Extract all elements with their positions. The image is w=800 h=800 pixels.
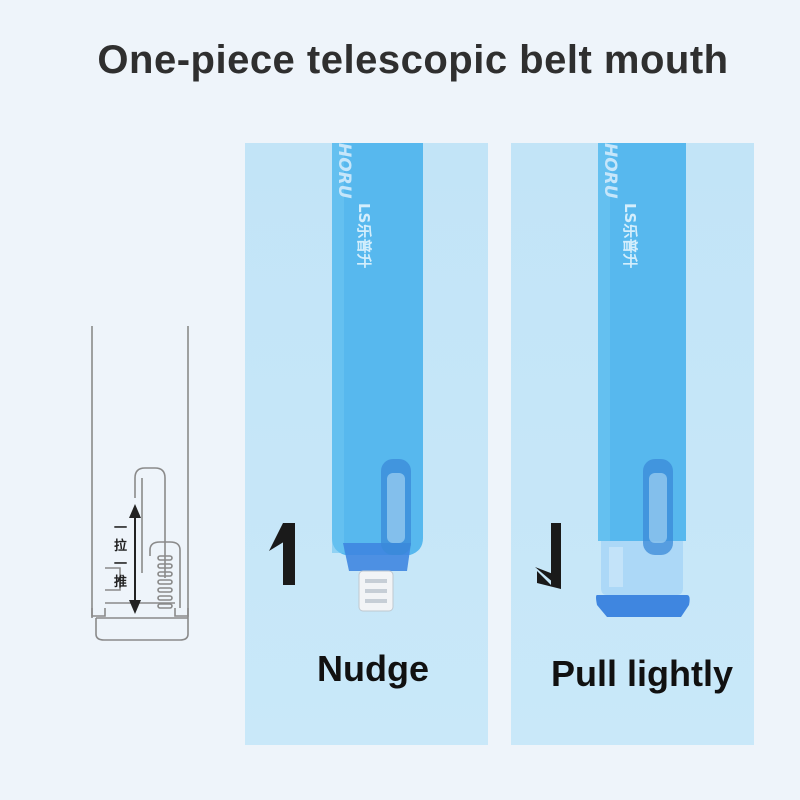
nudge-label: Nudge: [317, 648, 429, 689]
up-arrow-icon: [269, 523, 295, 585]
pen-retracted-illustration: HORU LS乐普升: [269, 143, 423, 612]
pen-extended-illustration: HORU LS乐普升: [535, 143, 690, 617]
diagram-dash-bottom: 一: [114, 557, 127, 572]
pen-brand-text: HORU: [334, 143, 354, 199]
diagram-push-char: 推: [114, 574, 127, 590]
page-title: One-piece telescopic belt mouth: [97, 38, 729, 82]
pen-logo-text: LS乐普升: [355, 203, 373, 268]
pull-lightly-panel: HORU LS乐普升 Pull lightly: [511, 143, 754, 745]
diagram-pull-char: 拉: [114, 538, 127, 554]
down-arrow-icon: [535, 523, 561, 589]
telescopic-mouth-diagram: 一 拉 一 推: [91, 326, 189, 641]
nudge-panel: HORU LS乐普升 Nudge: [245, 143, 488, 745]
pen-logo-text: LS乐普升: [621, 203, 639, 268]
pen-brand-text: HORU: [600, 143, 620, 199]
pull-lightly-label: Pull lightly: [551, 653, 734, 694]
diagram-dash-top: 一: [114, 521, 127, 536]
